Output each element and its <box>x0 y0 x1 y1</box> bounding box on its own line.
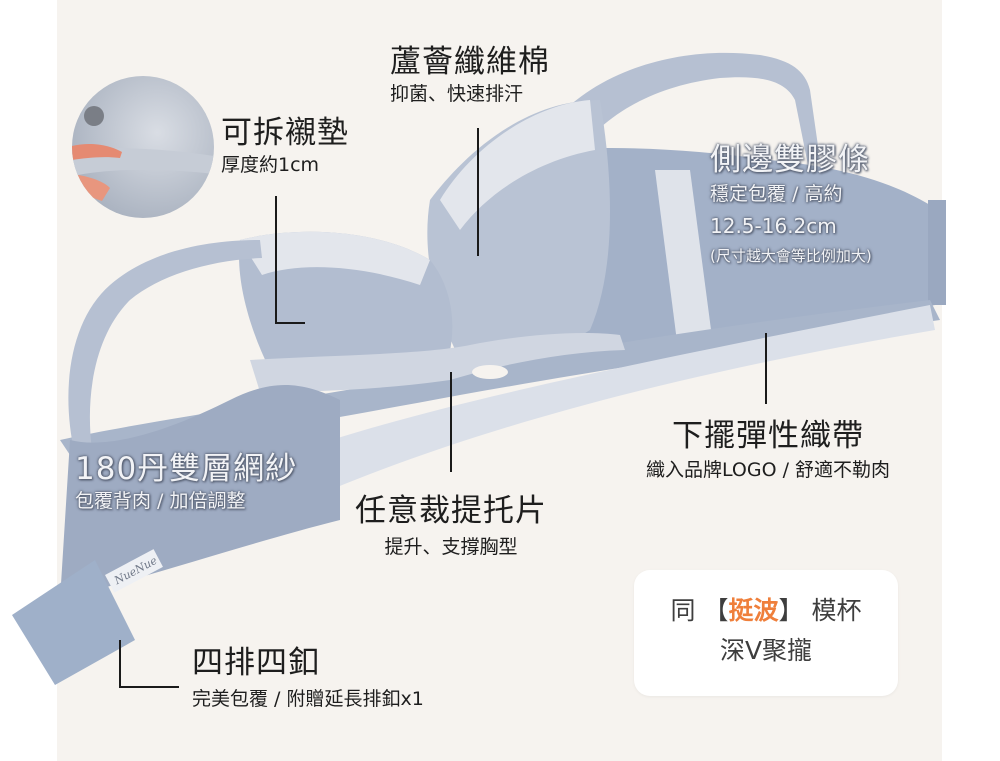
fiber-subtitle: 抑菌、快速排汗 <box>390 83 524 105</box>
hooks-leader-line <box>119 640 121 688</box>
side-boning-sub3: (尺寸越大會等比例加大) <box>710 247 872 265</box>
callout-fiber: 蘆薈纖維棉 抑菌、快速排汗 <box>390 43 550 107</box>
callout-hem-band: 下擺彈性織帶 織入品牌LOGO / 舒適不勒肉 <box>618 417 918 483</box>
callout-side-boning: 側邊雙膠條 穩定包覆 / 高約 12.5-16.2cm (尺寸越大會等比例加大) <box>710 141 872 269</box>
card-bracket-close: 】 <box>778 596 804 625</box>
hooks-title: 四排四釦 <box>192 645 320 681</box>
card-highlight: 挺波 <box>728 596 779 625</box>
callout-lift-pad: 任意裁提托片 提升、支撐胸型 <box>351 492 551 560</box>
padding-leader-line <box>275 196 277 324</box>
lift-pad-subtitle: 提升、支撐胸型 <box>384 536 518 558</box>
hooks-subtitle: 完美包覆 / 附贈延長排釦x1 <box>192 688 424 710</box>
hooks-leader-tick <box>119 686 179 688</box>
hem-band-subtitle: 織入品牌LOGO / 舒適不勒肉 <box>645 459 891 481</box>
callout-padding: 可拆襯墊 厚度約1cm <box>221 114 349 178</box>
mesh-subtitle: 包覆背肉 / 加倍調整 <box>75 490 246 512</box>
card-suffix: 模杯 <box>811 596 862 625</box>
hem-band-leader-line <box>765 333 767 404</box>
lift-pad-title: 任意裁提托片 <box>355 493 547 529</box>
hem-band-title: 下擺彈性織帶 <box>672 418 864 454</box>
padding-leader-tick <box>275 322 305 324</box>
side-boning-sub2: 12.5-16.2cm <box>710 214 837 238</box>
side-boning-sub1: 穩定包覆 / 高約 <box>710 183 843 205</box>
callout-hooks: 四排四釦 完美包覆 / 附贈延長排釦x1 <box>192 644 424 712</box>
card-bracket-open: 【 <box>703 596 729 625</box>
fiber-title: 蘆薈纖維棉 <box>390 44 550 80</box>
mesh-title: 180丹雙層網紗 <box>75 451 298 487</box>
padding-subtitle: 厚度約1cm <box>221 154 320 176</box>
card-line-1: 同 【挺波】 模杯 <box>634 594 898 628</box>
side-boning-title: 側邊雙膠條 <box>710 142 870 178</box>
fiber-leader-line <box>477 128 479 256</box>
padding-title: 可拆襯墊 <box>221 115 349 151</box>
same-cup-info-card: 同 【挺波】 模杯 深V聚攏 <box>634 570 898 696</box>
card-line-2: 深V聚攏 <box>719 636 813 665</box>
lift-pad-leader-line <box>450 372 452 472</box>
callout-mesh: 180丹雙層網紗 包覆背肉 / 加倍調整 <box>75 450 297 514</box>
padding-inset-photo <box>72 76 214 218</box>
card-prefix: 同 <box>670 596 696 625</box>
